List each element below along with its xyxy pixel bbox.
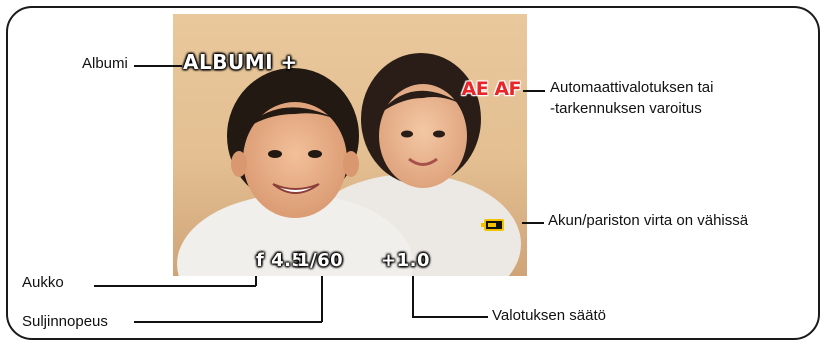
label-warning-line1: Automaattivalotuksen tai bbox=[550, 79, 714, 96]
leader-aperture-h bbox=[94, 285, 256, 287]
camera-screen-photo: ALBUMI + AE AF f 4.5 1/60 +1.0 bbox=[173, 14, 527, 276]
leader-exposure-v bbox=[412, 276, 414, 317]
label-battery: Akun/pariston virta on vähissä bbox=[548, 212, 749, 229]
diagram-frame bbox=[6, 6, 820, 340]
label-aperture: Aukko bbox=[22, 274, 64, 291]
leader-exposure-h bbox=[412, 316, 488, 318]
battery-low-icon bbox=[481, 219, 504, 231]
screen-album-indicator: ALBUMI + bbox=[183, 50, 298, 74]
leader-warning bbox=[523, 90, 545, 92]
leader-aperture-v bbox=[255, 276, 257, 286]
children-photo bbox=[173, 14, 527, 276]
screen-exposure-value: +1.0 bbox=[381, 250, 430, 271]
screen-aperture-value: f 4.5 bbox=[256, 250, 305, 271]
leader-album bbox=[134, 65, 182, 67]
label-shutter: Suljinnopeus bbox=[22, 313, 108, 330]
leader-shutter-h bbox=[134, 321, 322, 323]
screen-ae-af-warning: AE AF bbox=[461, 78, 522, 100]
screen-shutter-value: 1/60 bbox=[297, 250, 344, 271]
leader-shutter-v bbox=[321, 276, 323, 322]
label-warning-line2: -tarkennuksen varoitus bbox=[550, 100, 702, 117]
leader-battery bbox=[522, 222, 544, 224]
label-exposure: Valotuksen säätö bbox=[492, 307, 606, 324]
label-album: Albumi bbox=[82, 55, 128, 72]
